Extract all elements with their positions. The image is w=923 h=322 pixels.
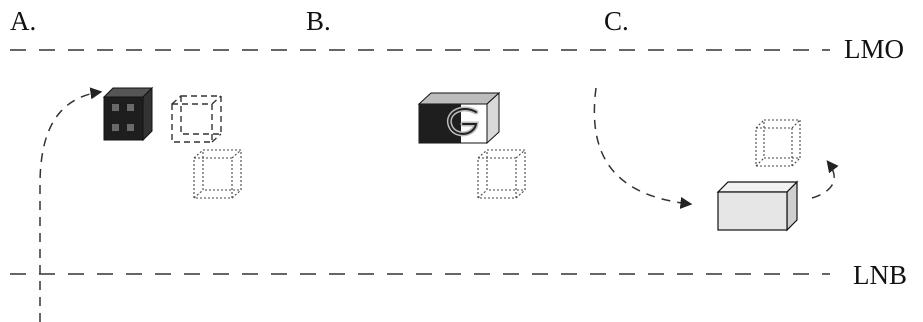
curl-arrow [811,160,839,199]
panel-b [417,91,526,199]
dotted-cube-a [193,149,242,199]
panel-label-b: B. [306,6,331,36]
fused-cube-b [417,91,501,145]
panel-c [593,87,839,232]
line-label-top: LMO [844,34,904,64]
panel-label-a: A. [10,6,36,36]
dark-cube-a [102,86,154,142]
descending-arrow [593,87,693,209]
dotted-cube-b [477,149,526,199]
line-label-bottom: LNB [853,260,907,290]
panel-label-c: C. [604,6,629,36]
dashed-cube-a [171,95,222,143]
panel-a [39,86,242,322]
light-box-c [716,180,799,232]
rising-arrow [39,87,103,322]
dotted-cube-c [755,119,801,167]
